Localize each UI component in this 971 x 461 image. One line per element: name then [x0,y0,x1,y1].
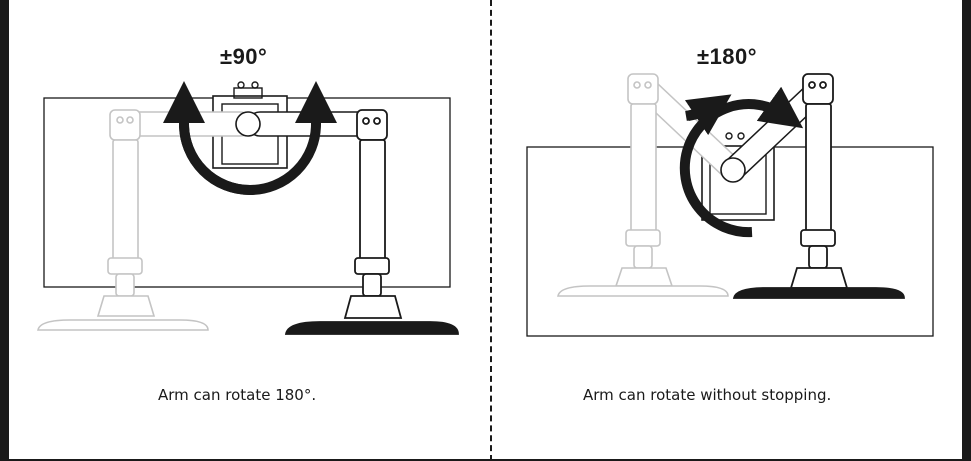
monitor-arm-icon [284,109,459,335]
monitor-arm-icon-faded [37,109,209,331]
caption-left: Arm can rotate 180°. [158,386,317,404]
circular-arrow-icon [163,81,337,195]
frame-right-border [961,0,971,461]
circular-arrow-icon-right [679,86,804,238]
frame-left-border [0,0,10,461]
caption-right: Arm can rotate without stopping. [583,386,832,404]
left-panel-illustration [37,81,459,335]
panel-divider [490,0,492,461]
angle-label-right: ±180° [697,44,758,69]
monitor-arm-icon-right-faded [557,73,729,297]
upper-arm-icon [127,111,373,137]
monitor-arm-icon-right [732,73,905,299]
angle-label-left: ±90° [220,44,268,69]
right-panel-illustration [526,73,934,337]
frame-bottom-border [0,459,971,461]
